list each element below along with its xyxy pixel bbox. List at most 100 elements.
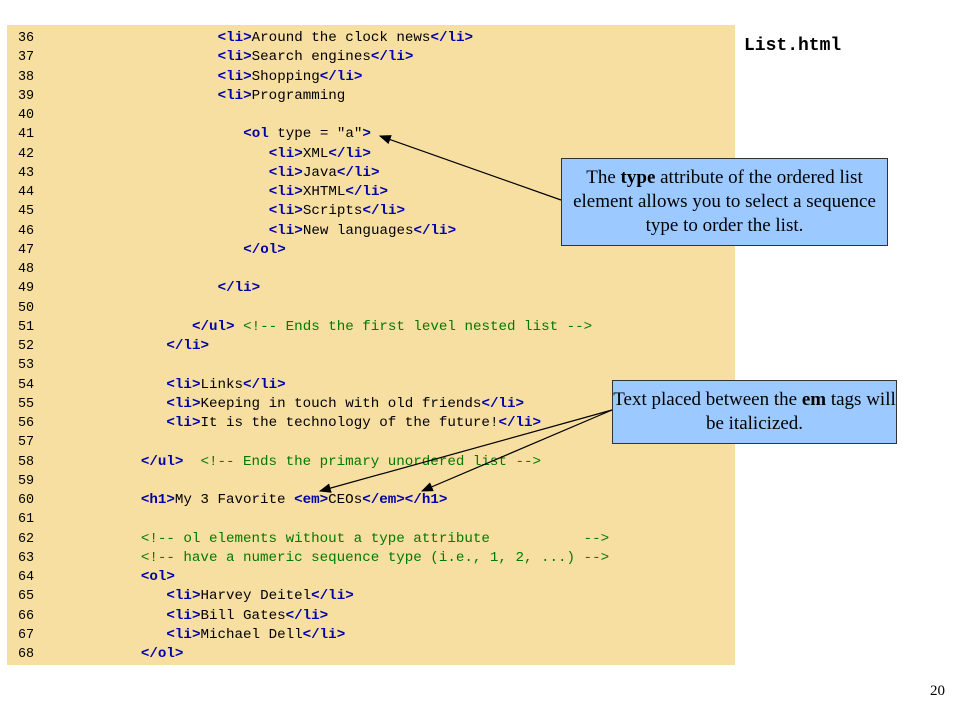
code-tag: </ul>: [192, 318, 235, 335]
line-number: 50: [18, 300, 35, 316]
file-title: List.html: [744, 36, 842, 56]
code-line: 65 <li>Harvey Deitel</li>: [7, 587, 735, 606]
code-line: 57: [7, 433, 735, 452]
line-number: 57: [18, 435, 35, 451]
page-number: 20: [930, 683, 945, 699]
code-text: CEOs: [328, 492, 363, 508]
line-number: 41: [18, 127, 35, 143]
code-tag: <h1>: [140, 492, 175, 508]
code-tag: </li>: [166, 338, 209, 354]
code-tag: </ol>: [140, 646, 184, 662]
code-tag: <li>: [268, 184, 303, 200]
code-tag: </li>: [481, 395, 525, 412]
line-code: <li>Harvey Deitel</li>: [166, 587, 353, 606]
type-attribute-callout: The type attribute of the ordered list e…: [561, 158, 888, 246]
line-number: 56: [18, 416, 35, 431]
code-text: Java: [302, 164, 337, 181]
code-line: 60<h1>My 3 Favorite <em>CEOs</em></h1>: [7, 491, 735, 510]
code-tag: <li>: [217, 68, 252, 85]
code-line: 51</ul> <!-- Ends the first level nested…: [7, 318, 735, 337]
line-number: 38: [18, 69, 35, 85]
line-code: <li>XHTML</li>: [269, 183, 388, 202]
code-line: 49</li>: [7, 279, 735, 298]
code-text: XML: [302, 145, 329, 162]
code-tag: </li>: [302, 626, 346, 643]
line-number: 61: [18, 512, 35, 528]
code-tag: <li>: [268, 164, 303, 181]
code-tag: </li>: [430, 30, 474, 46]
code-tag: <li>: [166, 376, 201, 393]
line-code: <li>Michael Dell</li>: [166, 626, 345, 645]
line-code: <li>XML</li>: [269, 145, 371, 164]
code-line: 52</li>: [7, 337, 735, 356]
code-text: Around the clock news: [251, 30, 431, 46]
code-line: 58</ul> <!-- Ends the primary unordered …: [7, 453, 735, 472]
code-line: 47</ol>: [7, 241, 735, 260]
code-text: XHTML: [302, 184, 346, 200]
code-text: Programming: [251, 87, 346, 104]
code-tag: </ol>: [243, 241, 286, 258]
code-line: 48: [7, 260, 735, 279]
line-code: <li>It is the technology of the future!<…: [166, 414, 541, 433]
code-tag: <li>: [268, 145, 303, 162]
code-tag: </em>: [362, 492, 405, 508]
code-comment: <!-- have a numeric sequence type (i.e.,…: [140, 549, 610, 566]
line-number: 62: [18, 531, 35, 547]
code-line: 63<!-- have a numeric sequence type (i.e…: [7, 549, 735, 568]
em-tags-callout: Text placed between the em tags will be …: [612, 380, 897, 444]
code-tag: <li>: [217, 30, 252, 46]
code-text: Search engines: [251, 49, 371, 66]
code-tag: </li>: [362, 203, 406, 220]
line-number: 46: [18, 223, 35, 239]
code-text: Bill Gates: [200, 607, 286, 624]
code-text: Scripts: [302, 203, 363, 220]
code-line: 61: [7, 510, 735, 529]
line-number: 39: [18, 88, 35, 104]
code-tag: <li>: [268, 222, 303, 239]
code-tag: <li>: [217, 87, 252, 104]
code-tag: <li>: [268, 203, 303, 220]
code-text: "a": [336, 126, 363, 143]
code-tag: </li>: [370, 49, 414, 66]
code-line: 40: [7, 106, 735, 125]
code-text: New languages: [302, 222, 414, 239]
line-number: 68: [18, 647, 35, 662]
code-tag: </li>: [498, 415, 542, 431]
callout-bold-term: em: [801, 389, 827, 410]
callout-bold-term: type: [620, 167, 656, 188]
code-tag: <ol: [243, 126, 269, 143]
code-text: Links: [200, 376, 244, 393]
line-code: <li>Shopping</li>: [218, 68, 363, 87]
line-code: </li>: [166, 337, 209, 356]
line-code: <ol type = "a">: [243, 125, 371, 144]
code-tag: </li>: [311, 588, 354, 605]
code-tag: </li>: [336, 164, 380, 181]
line-code: <li>Scripts</li>: [269, 202, 405, 221]
line-number: 59: [18, 473, 35, 489]
code-listing-panel: 36<li>Around the clock news</li>37<li>Se…: [7, 25, 735, 665]
line-number: 55: [18, 396, 35, 412]
code-text: [235, 319, 244, 335]
code-tag: <li>: [166, 626, 201, 643]
line-code: <!-- ol elements without a type attribut…: [141, 530, 609, 549]
line-number: 37: [18, 50, 35, 66]
line-number: 43: [18, 165, 35, 181]
code-tag: <li>: [217, 49, 252, 66]
code-comment: <!-- ol elements without a type attribut…: [140, 530, 610, 547]
code-tag: </h1>: [404, 492, 448, 508]
code-tag: </li>: [328, 145, 371, 162]
em-tags-callout-text: Text placed between the em tags will be …: [613, 388, 896, 436]
code-text: type =: [268, 126, 337, 143]
line-code: </ol>: [141, 645, 184, 664]
line-number: 60: [18, 493, 35, 508]
type-attribute-callout-text: The type attribute of the ordered list e…: [562, 166, 887, 238]
code-text: Shopping: [251, 68, 320, 85]
code-tag: <ol>: [140, 569, 175, 585]
code-line: 45<li>Scripts</li>: [7, 202, 735, 221]
code-line: 44<li>XHTML</li>: [7, 183, 735, 202]
code-tag: <em>: [294, 492, 329, 508]
callout-text-before: The: [586, 167, 621, 188]
line-number: 58: [18, 454, 35, 470]
line-number: 65: [18, 589, 35, 605]
line-code: </li>: [218, 279, 261, 298]
